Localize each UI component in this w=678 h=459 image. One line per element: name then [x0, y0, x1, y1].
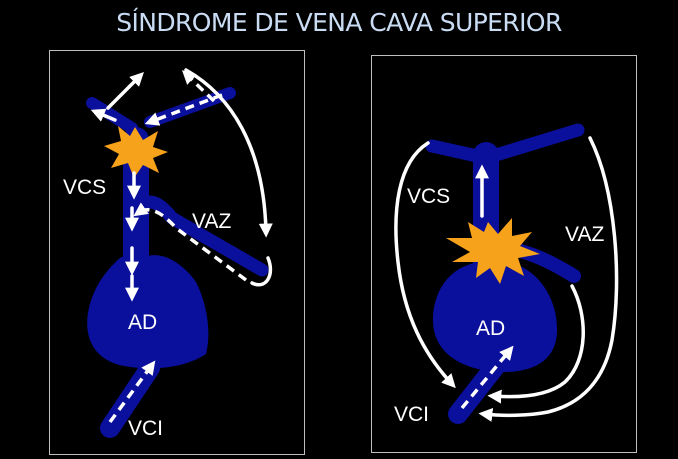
right-right-atrium: [433, 260, 557, 372]
right-label-vaz: VAZ: [565, 223, 604, 246]
left-label-vci: VCI: [128, 417, 163, 440]
left-label-vcs: VCS: [63, 176, 106, 199]
left-diagram: VCS VAZ AD VCI: [63, 70, 270, 440]
right-label-vci: VCI: [394, 403, 429, 426]
left-brachiocephalic-vein-left: [92, 103, 132, 128]
left-obstruction-burst: [104, 126, 168, 178]
right-diagram: VCS VAZ AD VCI: [394, 130, 617, 426]
right-label-vcs: VCS: [407, 185, 450, 208]
right-brachiocephalic-vein-right: [486, 130, 578, 158]
left-arrow-upper-left: [108, 76, 140, 108]
left-label-vaz: VAZ: [192, 210, 231, 233]
left-label-ad: AD: [128, 311, 157, 334]
right-label-ad: AD: [476, 317, 505, 340]
